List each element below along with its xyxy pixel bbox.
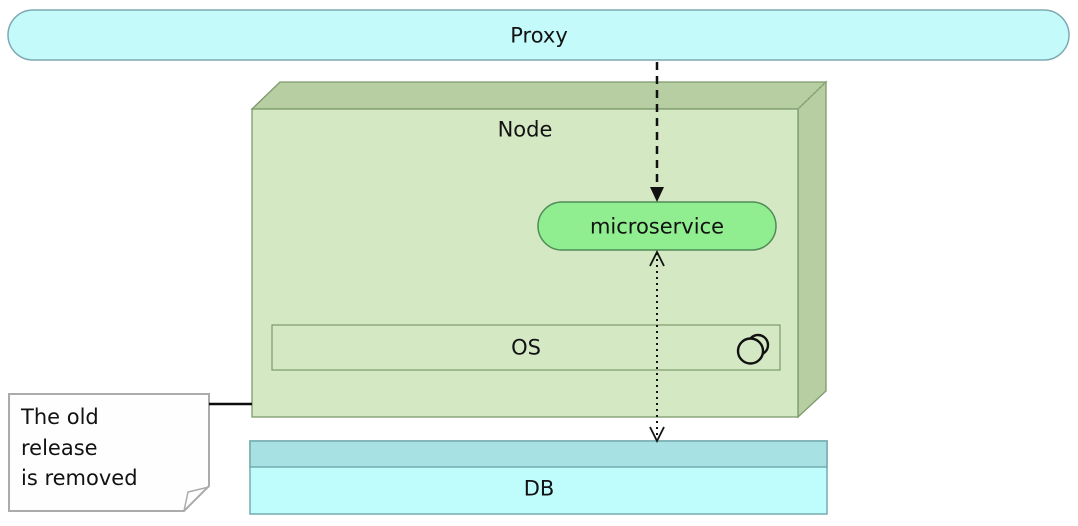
os-box [271, 324, 781, 371]
open-arrowhead-up-icon [649, 249, 665, 267]
proxy-to-microservice-arrow [650, 62, 664, 202]
note-box [8, 393, 252, 512]
note-body [8, 393, 210, 512]
filled-arrowhead-down-icon [650, 187, 664, 202]
note-line-3: is removed [21, 466, 138, 490]
node-front-face [251, 108, 799, 418]
note-line-2: release [21, 435, 98, 460]
note-text: The old release is removed [21, 402, 201, 494]
microservice-label: microservice [589, 214, 725, 239]
db-top-band [249, 440, 828, 468]
db-shape [249, 440, 828, 515]
os-label: OS [511, 335, 541, 360]
node-corner-edge [797, 81, 827, 110]
proxy-label: Proxy [510, 23, 568, 48]
db-label: DB [523, 476, 555, 501]
open-arrowhead-down-icon [649, 426, 665, 444]
note-line-1: The old [21, 405, 99, 429]
double-circle-icon [736, 333, 770, 365]
node-right-face [797, 80, 827, 419]
note-fold-corner [183, 486, 210, 512]
node-top-face [250, 81, 828, 110]
microservice-to-db-arrow [649, 249, 665, 444]
node-label: Node [497, 117, 553, 142]
proxy-shape [7, 9, 1070, 61]
